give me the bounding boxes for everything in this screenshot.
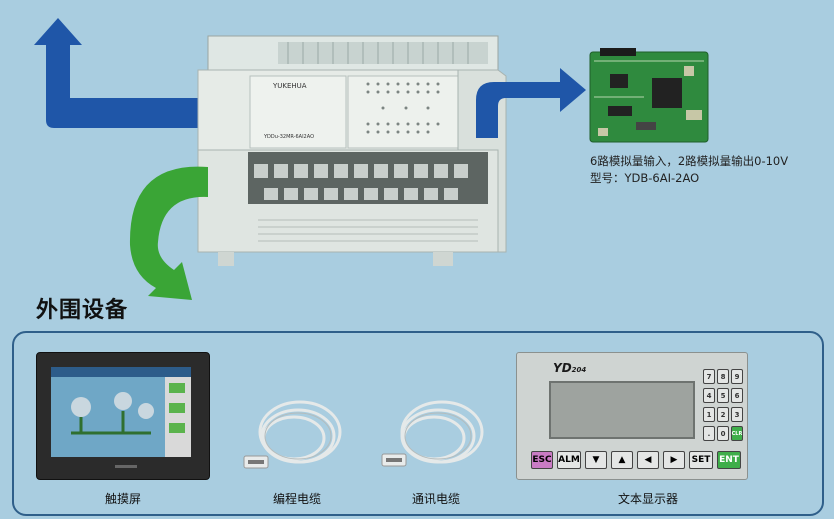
text-display-brand: YD204: [553, 361, 587, 375]
plc-brand: YUKEHUA: [272, 82, 307, 90]
numpad-key[interactable]: 3: [731, 407, 743, 422]
numpad-key[interactable]: 2: [717, 407, 729, 422]
numpad-key[interactable]: 9: [731, 369, 743, 384]
plc-model: YDDu-32MR-6AI2AO: [263, 134, 314, 140]
esc-key[interactable]: ESC: [531, 451, 553, 469]
touch-screen-label: 触摸屏: [104, 492, 141, 506]
touch-screen-display: [51, 367, 191, 457]
touch-screen-device: [36, 352, 210, 480]
numpad-key[interactable]: 1: [703, 407, 715, 422]
numpad-key[interactable]: .: [703, 426, 715, 441]
module-caption-line1: 6路模拟量输入，2路模拟量输出0-10V: [590, 154, 789, 168]
numpad-key[interactable]: 5: [717, 388, 729, 403]
blue-arrow-up-right-icon: [34, 18, 238, 140]
numpad-key[interactable]: 8: [717, 369, 729, 384]
programming-cable-label: 编程电缆: [272, 492, 321, 506]
module-caption: 6路模拟量输入，2路模拟量输出0-10V 型号：YDB-6AI-2AO: [590, 153, 830, 187]
ent-key[interactable]: ENT: [717, 451, 741, 469]
up-arrow-key[interactable]: ▲: [611, 451, 633, 469]
set-key[interactable]: SET: [689, 451, 713, 469]
programming-cable-image: [243, 400, 342, 469]
communication-cable-image: [381, 400, 484, 467]
blue-arrow-right-icon: [476, 68, 586, 138]
analog-io-module: [588, 48, 712, 146]
plc-controller: YUKEHUA YDDu-32MR-6AI2AO: [178, 32, 508, 282]
numpad-key[interactable]: 7: [703, 369, 715, 384]
down-arrow-key[interactable]: ▼: [585, 451, 607, 469]
communication-cable-label: 通讯电缆: [411, 492, 460, 506]
left-arrow-key[interactable]: ◀: [637, 451, 659, 469]
text-display-label: 文本显示器: [617, 492, 678, 506]
lcd-screen: [549, 381, 695, 439]
module-caption-line2: 型号：YDB-6AI-2AO: [590, 171, 700, 185]
section-title: 外围设备: [36, 298, 129, 323]
numpad-key[interactable]: 4: [703, 388, 715, 403]
numpad-key[interactable]: 6: [731, 388, 743, 403]
numpad-key[interactable]: CLR: [731, 426, 743, 441]
numpad-key[interactable]: 0: [717, 426, 729, 441]
right-arrow-key[interactable]: ▶: [663, 451, 685, 469]
alm-key[interactable]: ALM: [557, 451, 581, 469]
green-curved-arrow-icon: [129, 166, 208, 300]
